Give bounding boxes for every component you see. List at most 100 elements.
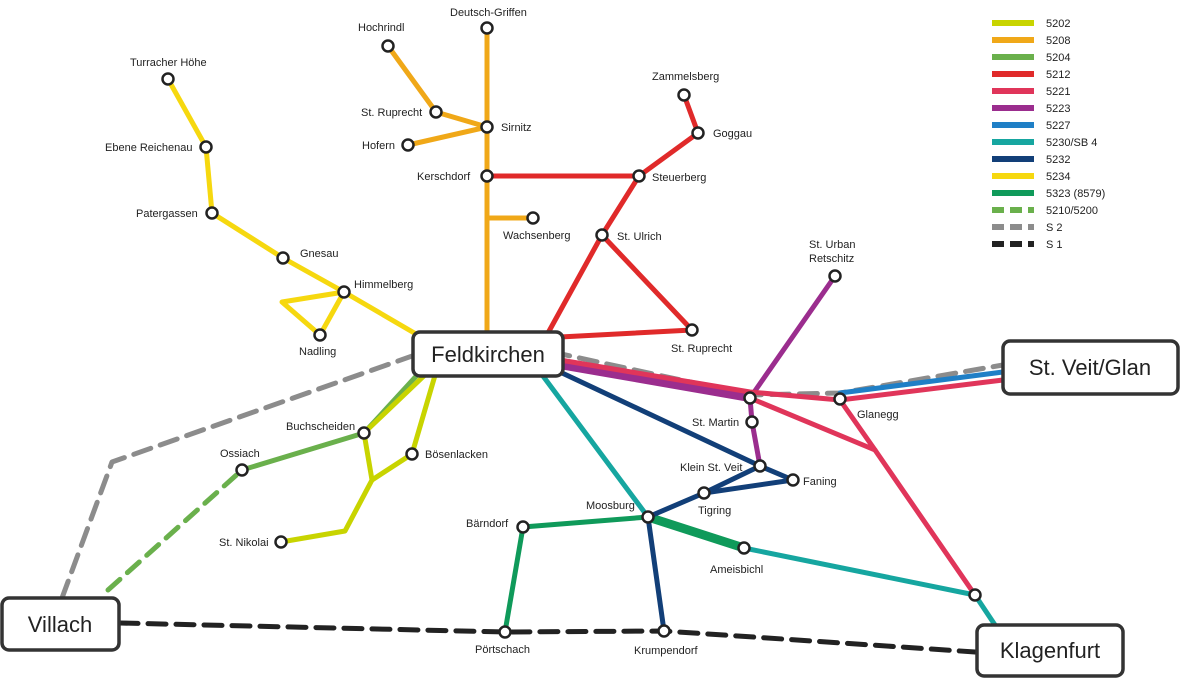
stop-label: Wachsenberg	[503, 230, 570, 242]
stop-marker[interactable]	[641, 510, 655, 524]
stop-label: Nadling	[299, 346, 336, 358]
hub-label: St. Veit/Glan	[1029, 355, 1151, 380]
stop-marker[interactable]	[833, 392, 847, 406]
stop-marker[interactable]	[235, 463, 249, 477]
legend-item: 5230/SB 4	[992, 137, 1097, 149]
legend-label: 5227	[1046, 120, 1070, 132]
stop-marker[interactable]	[657, 624, 671, 638]
stop-label: St. Urban	[809, 239, 855, 251]
route-5212-c	[557, 232, 695, 340]
stop-marker[interactable]	[691, 126, 705, 140]
stop-label: Faning	[803, 476, 837, 488]
stop-label: Patergassen	[136, 208, 198, 220]
route-s2	[59, 352, 418, 601]
stop-marker[interactable]	[401, 138, 415, 152]
route-5230-sb4	[537, 369, 998, 628]
route-5221	[557, 357, 1006, 403]
stop-marker[interactable]	[313, 328, 327, 342]
stop-marker[interactable]	[968, 588, 982, 602]
legend-label: 5230/SB 4	[1046, 137, 1097, 149]
route-5212-b	[545, 173, 642, 336]
stop-marker[interactable]	[828, 269, 842, 283]
stop-label: St. Nikolai	[219, 537, 269, 549]
legend-label: 5223	[1046, 103, 1070, 115]
stop-marker[interactable]	[743, 391, 757, 405]
legend-label: 5202	[1046, 18, 1070, 30]
stop-label: Sirnitz	[501, 122, 532, 134]
stop-label: Pörtschach	[475, 644, 530, 656]
hub-villach[interactable]: Villach	[0, 596, 121, 652]
route-s1	[117, 620, 978, 655]
legend-label: S 2	[1046, 222, 1063, 234]
stop-label: Zammelsberg	[652, 71, 719, 83]
stop-label: Krumpendorf	[634, 645, 699, 657]
hub-klagenfurt[interactable]: Klagenfurt	[975, 623, 1125, 678]
stop-marker[interactable]	[685, 323, 699, 337]
stop-marker[interactable]	[405, 447, 419, 461]
route-5234	[165, 76, 419, 337]
legend-label: 5234	[1046, 171, 1070, 183]
stop-label: Buchscheiden	[286, 421, 355, 433]
route-5232-b	[701, 463, 763, 496]
stop-label: Tigring	[698, 505, 731, 517]
stop-marker[interactable]	[429, 105, 443, 119]
stop-marker[interactable]	[480, 120, 494, 134]
stop-marker[interactable]	[526, 211, 540, 225]
stop-marker[interactable]	[480, 21, 494, 35]
stop-label: Turracher Höhe	[130, 57, 207, 69]
legend-label: S 1	[1046, 239, 1063, 251]
stop-label: St. Ruprecht	[361, 107, 422, 119]
route-5208-hofern	[405, 124, 490, 148]
route-5212	[484, 92, 701, 179]
stop-marker[interactable]	[205, 206, 219, 220]
legend-label: 5323 (8579)	[1046, 188, 1105, 200]
stop-label: Ossiach	[220, 448, 260, 460]
stop-label: Deutsch-Griffen	[450, 7, 527, 19]
stop-marker[interactable]	[276, 251, 290, 265]
legend-label: 5208	[1046, 35, 1070, 47]
legend-item: 5221	[992, 86, 1070, 98]
stop-marker[interactable]	[595, 228, 609, 242]
hub-feldkirchen[interactable]: Feldkirchen	[411, 330, 565, 378]
route-5210-5200	[105, 467, 245, 593]
stop-marker[interactable]	[745, 415, 759, 429]
legend-label: 5210/5200	[1046, 205, 1098, 217]
stop-marker[interactable]	[161, 72, 175, 86]
hub-label: Villach	[28, 612, 92, 637]
stop-marker[interactable]	[632, 169, 646, 183]
stop-label: Moosburg	[586, 500, 635, 512]
stop-marker[interactable]	[753, 459, 767, 473]
stop-marker[interactable]	[677, 88, 691, 102]
stop-marker[interactable]	[737, 541, 751, 555]
route-5234-loop	[279, 289, 347, 338]
route-5221-b	[747, 395, 978, 598]
stop-marker[interactable]	[498, 625, 512, 639]
stop-marker[interactable]	[786, 473, 800, 487]
route-5232	[557, 369, 796, 634]
legend-item: 5204	[992, 52, 1070, 64]
stop-label: St. Ulrich	[617, 231, 662, 243]
stop-marker[interactable]	[337, 285, 351, 299]
stop-label: Ebene Reichenau	[105, 142, 192, 154]
hub-st-veit-glan[interactable]: St. Veit/Glan	[1001, 339, 1180, 396]
stop-marker[interactable]	[381, 39, 395, 53]
stop-marker[interactable]	[697, 486, 711, 500]
legend-item: 5202	[992, 18, 1070, 30]
route-5227	[837, 369, 1006, 396]
legend-item: S 2	[992, 222, 1063, 234]
stop-marker[interactable]	[357, 426, 371, 440]
legend-item: 5223	[992, 103, 1070, 115]
stop-label: St. Ruprecht	[671, 343, 732, 355]
stop-label: Kerschdorf	[417, 171, 471, 183]
stop-label: Hofern	[362, 140, 395, 152]
stop-marker[interactable]	[199, 140, 213, 154]
legend-label: 5204	[1046, 52, 1070, 64]
route-5323	[502, 514, 651, 635]
stop-marker[interactable]	[480, 169, 494, 183]
stop-marker[interactable]	[516, 520, 530, 534]
stop-marker[interactable]	[274, 535, 288, 549]
stop-label: Gnesau	[300, 248, 339, 260]
route-5221-c	[837, 397, 878, 453]
legend-item: 5323 (8579)	[992, 188, 1105, 200]
stop-label: Retschitz	[809, 253, 854, 265]
